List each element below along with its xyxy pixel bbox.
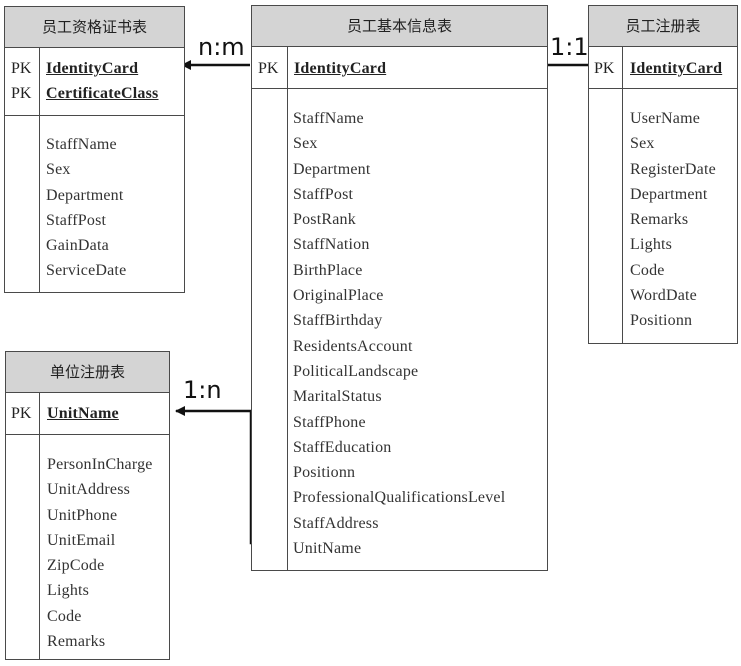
entity-staff-info[interactable]: 员工基本信息表 PK IdentityCard StaffName Sex De… — [251, 5, 548, 571]
attribute-list: StaffName Sex Department StaffPost PostR… — [293, 106, 505, 561]
entity-title: 员工基本信息表 — [252, 6, 547, 47]
attribute: Lights — [47, 582, 90, 600]
entity-title: 员工资格证书表 — [5, 7, 184, 48]
attribute: MaritalStatus — [293, 388, 382, 406]
column-divider — [39, 47, 40, 292]
attribute: Remarks — [47, 633, 106, 651]
attribute: Code — [630, 261, 665, 279]
entity-title: 单位注册表 — [6, 352, 169, 393]
column-divider — [287, 46, 288, 570]
entity-title: 员工注册表 — [589, 6, 737, 47]
attribute: Sex — [293, 135, 318, 153]
column-divider — [39, 392, 40, 659]
attribute: StaffPhone — [293, 413, 366, 431]
entity-staff-register[interactable]: 员工注册表 PK IdentityCard UserName Sex Regis… — [588, 5, 738, 344]
primary-key-field: IdentityCard — [630, 60, 723, 77]
attribute: Department — [293, 160, 371, 178]
attribute: StaffPost — [46, 211, 107, 229]
attribute: UserName — [630, 110, 701, 127]
attribute: ResidentsAccount — [293, 337, 413, 355]
pk-label: PK — [594, 60, 615, 77]
attribute: StaffName — [46, 136, 117, 153]
attribute: Code — [47, 607, 82, 625]
entity-unit-register[interactable]: 单位注册表 PK UnitName PersonInCharge UnitAdd… — [5, 351, 170, 660]
attribute: ZipCode — [47, 557, 105, 575]
attribute: StaffNation — [293, 236, 370, 254]
attribute: RegisterDate — [630, 160, 716, 178]
attribute-list: StaffName Sex Department StaffPost GainD… — [46, 132, 126, 284]
attribute: PersonInCharge — [47, 456, 153, 473]
attribute: Positionn — [293, 464, 356, 482]
pk-label: PK — [11, 60, 32, 77]
attribute: ServiceDate — [46, 262, 127, 280]
attribute: UnitPhone — [47, 506, 118, 524]
attribute: GainData — [46, 237, 109, 255]
pk-label: PK — [11, 405, 32, 422]
primary-key-field: IdentityCard — [46, 60, 139, 77]
attribute: PoliticalLandscape — [293, 362, 419, 380]
pk-label: PK — [258, 60, 279, 77]
attribute: Department — [630, 185, 708, 203]
attribute: StaffEducation — [293, 438, 392, 456]
attribute: Lights — [630, 236, 673, 254]
attribute: StaffAddress — [293, 514, 379, 532]
primary-key-field: IdentityCard — [294, 60, 387, 77]
key-divider — [252, 88, 547, 89]
key-divider — [5, 115, 184, 116]
relationship-label-11: 1:1 — [550, 33, 589, 61]
attribute: Remarks — [630, 211, 689, 229]
attribute-list: PersonInCharge UnitAddress UnitPhone Uni… — [47, 452, 153, 654]
entity-staff-certificate[interactable]: 员工资格证书表 PK PK IdentityCard CertificateCl… — [4, 6, 185, 293]
key-divider — [6, 434, 169, 435]
attribute: Sex — [46, 161, 71, 179]
relationship-label-nm: n:m — [198, 33, 245, 61]
attribute: OriginalPlace — [293, 287, 384, 305]
key-divider — [589, 88, 737, 89]
pk-label: PK — [11, 85, 32, 102]
attribute: Sex — [630, 135, 655, 153]
attribute: BirthPlace — [293, 261, 363, 279]
attribute: StaffPost — [293, 185, 354, 203]
attribute: WordDate — [630, 287, 697, 305]
attribute: ProfessionalQualificationsLevel — [293, 489, 506, 507]
attribute: StaffBirthday — [293, 312, 383, 330]
relationship-label-1n: 1:n — [183, 376, 222, 404]
attribute: StaffName — [293, 110, 364, 127]
attribute-list: UserName Sex RegisterDate Department Rem… — [630, 106, 716, 334]
attribute: UnitName — [293, 540, 362, 558]
attribute: Department — [46, 186, 124, 204]
primary-key-field: CertificateClass — [46, 85, 159, 102]
primary-key-field: UnitName — [47, 405, 119, 422]
attribute: UnitAddress — [47, 481, 131, 499]
attribute: UnitEmail — [47, 531, 116, 549]
column-divider — [622, 46, 623, 343]
attribute: Positionn — [630, 312, 693, 330]
attribute: PostRank — [293, 211, 356, 229]
